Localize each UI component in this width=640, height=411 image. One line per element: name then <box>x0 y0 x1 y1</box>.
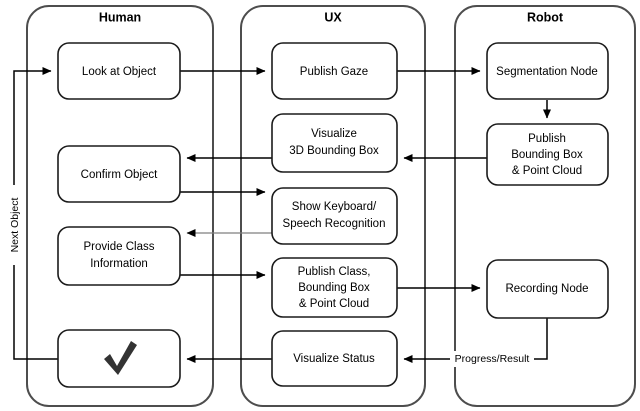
node-publish-bounding-box-label-line3: & Point Cloud <box>512 165 582 177</box>
node-visualize-status[interactable]: Visualize Status <box>271 330 398 387</box>
node-publish-class-label-line3: & Point Cloud <box>299 298 369 310</box>
edge-label-progress-result-backdrop <box>450 351 534 367</box>
node-segmentation-node-box[interactable] <box>486 42 609 100</box>
node-visualize-3d-bounding-box[interactable]: Visualize 3D Bounding Box <box>271 113 398 173</box>
node-confirm-object-label: Confirm Object <box>81 169 158 181</box>
node-look-at-object-box[interactable] <box>57 42 181 100</box>
node-publish-bounding-box-point-cloud-box[interactable] <box>486 123 609 186</box>
node-show-keyboard-speech-recognition[interactable]: Show Keyboard/ Speech Recognition <box>271 187 398 245</box>
node-recording-node-label: Recording Node <box>505 283 588 295</box>
node-publish-class-bounding-box-point-cloud-box[interactable] <box>271 257 398 318</box>
node-provide-class-information[interactable]: Provide Class Information <box>57 226 181 286</box>
check-icon <box>104 341 137 375</box>
node-visualize-status-label: Visualize Status <box>293 353 375 365</box>
node-show-keyboard-speech-recognition-label-line1: Show Keyboard/ <box>292 201 377 213</box>
node-publish-gaze[interactable]: Publish Gaze <box>271 42 398 100</box>
node-visualize-3d-bounding-box-box[interactable] <box>271 113 398 173</box>
node-visualize-status-box[interactable] <box>271 330 398 387</box>
node-done-check-box[interactable] <box>57 329 181 388</box>
node-publish-bounding-box-label-line1: Publish <box>528 133 566 145</box>
node-show-keyboard-speech-recognition-label-line2: Speech Recognition <box>283 218 386 230</box>
edge-label-next-object-backdrop <box>7 185 23 265</box>
node-recording-node[interactable]: Recording Node <box>486 259 609 319</box>
edge-label-next-object: Next Object <box>7 185 23 265</box>
lane-ux-title: UX <box>324 10 342 24</box>
node-confirm-object-box[interactable] <box>57 145 181 203</box>
lane-robot-title: Robot <box>527 10 564 24</box>
node-recording-node-box[interactable] <box>486 259 609 319</box>
node-visualize-3d-bounding-box-label-line1: Visualize <box>311 128 357 140</box>
node-done-check[interactable] <box>57 329 181 388</box>
node-show-keyboard-speech-recognition-box[interactable] <box>271 187 398 245</box>
node-publish-class-label-line1: Publish Class, <box>298 266 371 278</box>
node-publish-bounding-box-label-line2: Bounding Box <box>511 149 583 161</box>
node-look-at-object-label: Look at Object <box>82 66 157 78</box>
node-look-at-object[interactable]: Look at Object <box>57 42 181 100</box>
lane-human-box <box>26 5 214 407</box>
lane-human: Human <box>26 5 214 407</box>
node-publish-class-label-line2: Bounding Box <box>298 282 370 294</box>
node-provide-class-information-label-line1: Provide Class <box>84 241 155 253</box>
node-provide-class-information-label-line2: Information <box>90 258 148 270</box>
node-provide-class-information-box[interactable] <box>57 226 181 286</box>
edge-label-next-object-text: Next Object <box>9 197 21 252</box>
edge-label-progress-result: Progress/Result <box>450 351 534 367</box>
node-segmentation-node-label: Segmentation Node <box>496 66 598 78</box>
edge-label-progress-result-text: Progress/Result <box>455 353 530 365</box>
node-segmentation-node[interactable]: Segmentation Node <box>486 42 609 100</box>
node-publish-class-bounding-box-point-cloud[interactable]: Publish Class, Bounding Box & Point Clou… <box>271 257 398 318</box>
lane-human-title: Human <box>99 10 141 24</box>
node-confirm-object[interactable]: Confirm Object <box>57 145 181 203</box>
node-publish-gaze-label: Publish Gaze <box>300 66 368 78</box>
node-visualize-3d-bounding-box-label-line2: 3D Bounding Box <box>289 145 379 157</box>
node-publish-gaze-box[interactable] <box>271 42 398 100</box>
node-publish-bounding-box-point-cloud[interactable]: Publish Bounding Box & Point Cloud <box>486 123 609 186</box>
